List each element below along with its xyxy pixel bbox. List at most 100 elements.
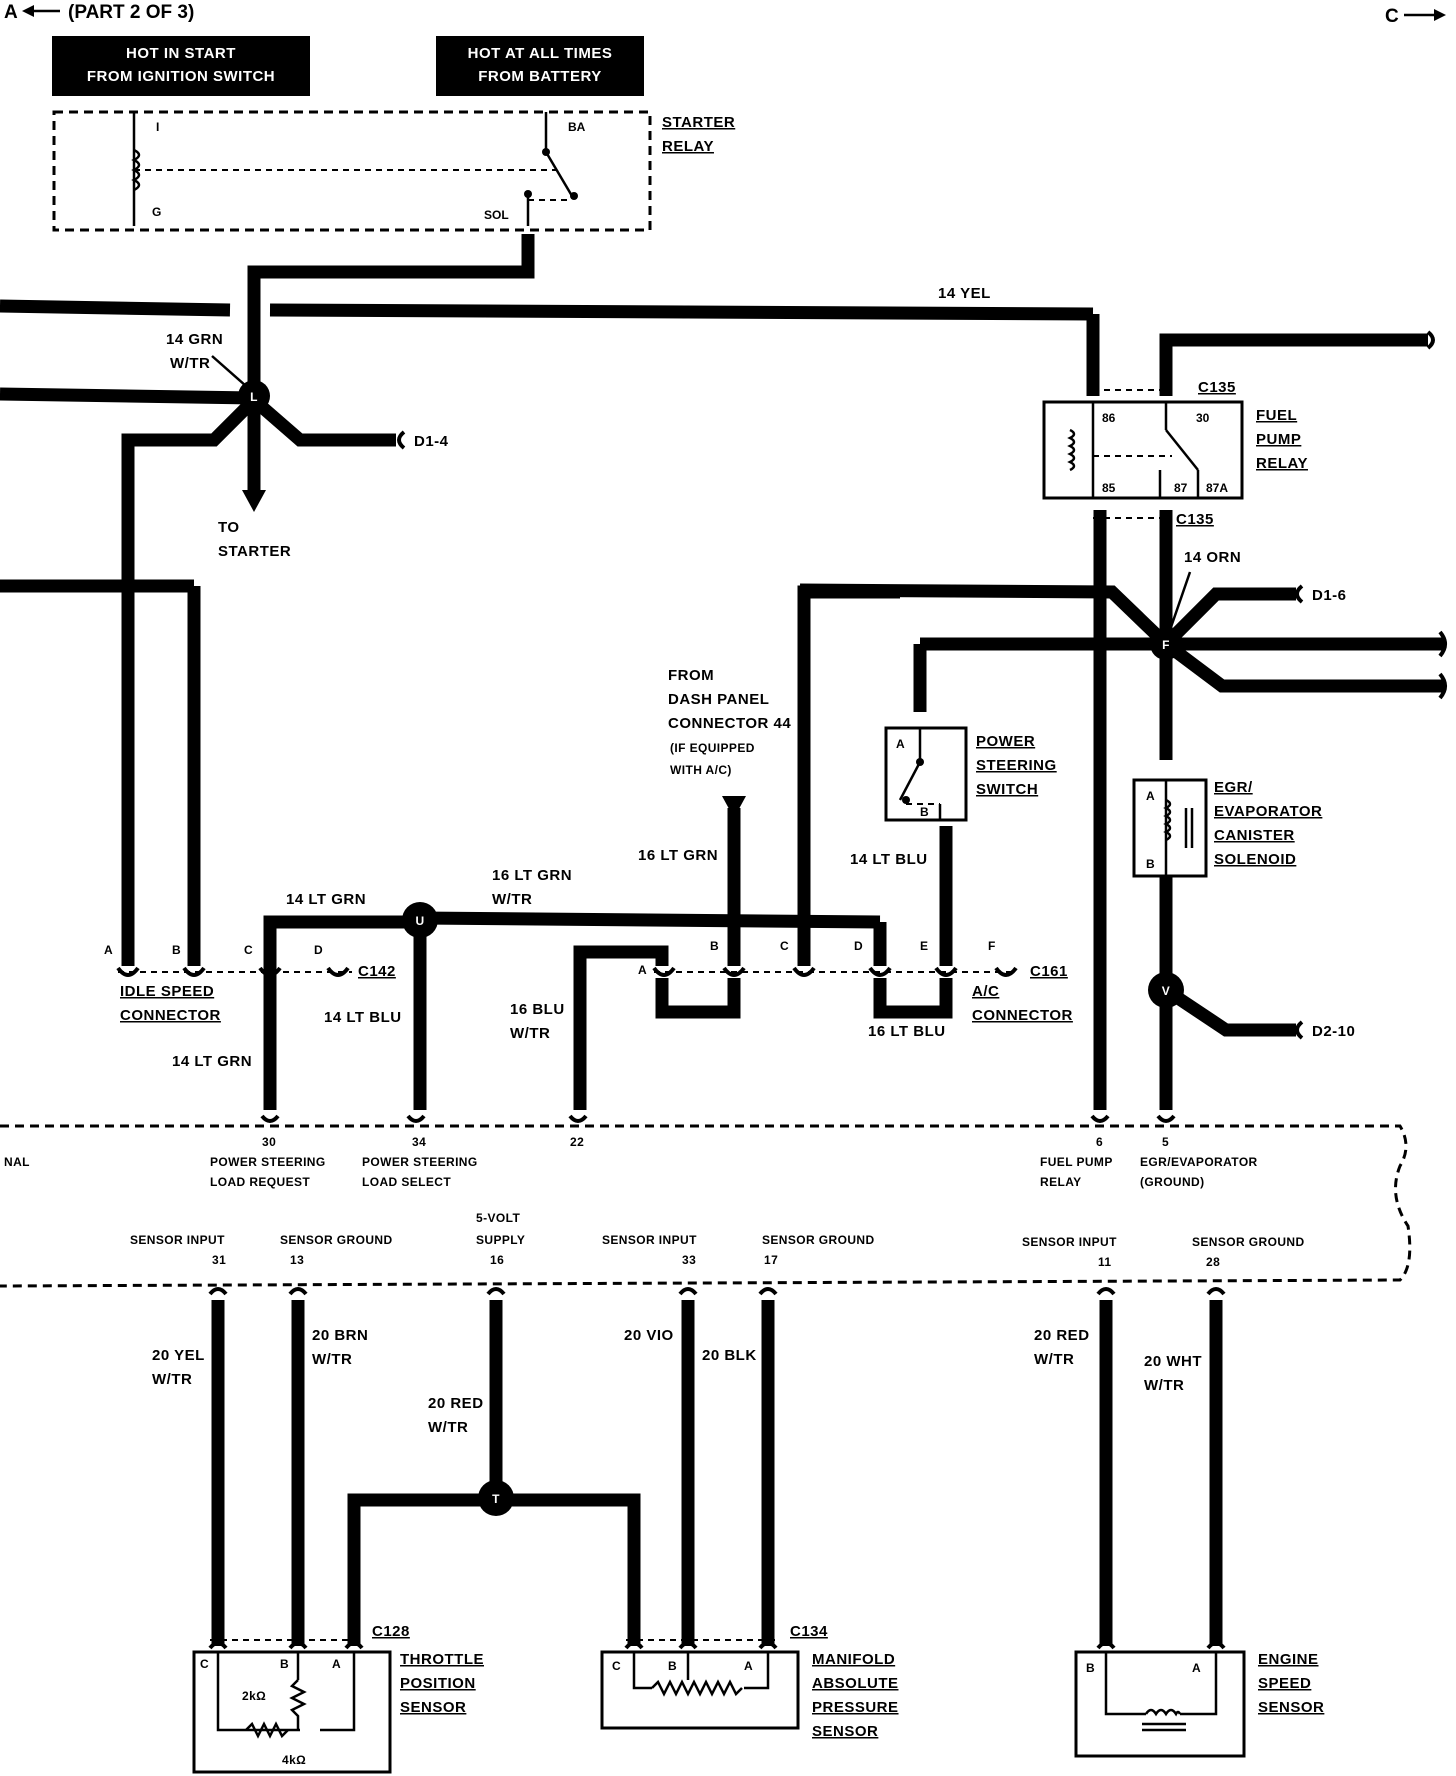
ecm-bottom-pin-3-num: 16: [490, 1253, 504, 1267]
fpr-pin-87a: 87A: [1206, 481, 1228, 495]
map-connector-id: C134: [790, 1623, 828, 1640]
dash-panel-note-1: (IF EQUIPPED: [670, 741, 755, 755]
ess-label-2: SPEED: [1258, 1675, 1311, 1692]
fpr-label-1: FUEL: [1256, 407, 1297, 424]
wire-14ltblu-right-label: 14 LT BLU: [850, 851, 928, 868]
dash-panel-3: CONNECTOR 44: [668, 715, 791, 732]
to-starter-2: STARTER: [218, 543, 291, 560]
starter-pin-ba: BA: [568, 120, 586, 134]
left-arrowhead-icon: [22, 5, 34, 17]
idle-speed-connector: A B C D C142 IDLE SPEED CONNECTOR: [104, 943, 396, 1024]
ecm-top-pin-4-desc-2: RELAY: [1040, 1175, 1082, 1189]
splice-l: [238, 380, 270, 412]
ecm-top-pin-2-desc-2: LOAD SELECT: [362, 1175, 451, 1189]
starter-relay-label-2: RELAY: [662, 138, 714, 155]
wire-14grn-label-1: 14 GRN: [166, 331, 223, 348]
ecm-bottom-pin-2-desc: SENSOR GROUND: [280, 1233, 393, 1247]
ecm-block: NAL 30 POWER STEERING LOAD REQUEST 34 PO…: [0, 1114, 1412, 1296]
ac-label-2: CONNECTOR: [972, 1007, 1073, 1024]
dash-panel-note-2: WITH A/C): [670, 763, 732, 777]
fuel-pump-relay: 86 30 85 87 87A C135 C135 FUEL PUMP RELA…: [1042, 330, 1435, 528]
isc-pin-a: A: [104, 943, 113, 957]
egr-label-3: CANISTER: [1214, 827, 1295, 844]
wire-14ltgrn-left-label: 14 LT GRN: [172, 1053, 252, 1070]
tps-label-1: THROTTLE: [400, 1651, 484, 1668]
sensor-wiring: T 20 YEL W/TR 20 BRN W/TR 20 RED W/TR 20…: [152, 1300, 1223, 1646]
starter-relay: I G BA SOL STARTER RELAY: [52, 110, 735, 232]
wire-20yel-1: 20 YEL: [152, 1347, 205, 1364]
tps-label-3: SENSOR: [400, 1699, 466, 1716]
dash-panel-1: FROM: [668, 667, 714, 684]
fpr-pin-86: 86: [1102, 411, 1116, 425]
ac-pin-f: F: [988, 939, 995, 953]
ac-connector-id: C161: [1030, 963, 1068, 980]
map-label-1: MANIFOLD: [812, 1651, 895, 1668]
starter-pin-g: G: [152, 205, 161, 219]
ref-d1-6: D1-6: [1312, 587, 1347, 604]
pss-label-2: STEERING: [976, 757, 1057, 774]
ac-pin-c: C: [780, 939, 789, 953]
splice-f: [1150, 628, 1182, 660]
svg-text:L: L: [250, 390, 258, 404]
egr-label-1: EGR/: [1214, 779, 1253, 796]
page-header: A (PART 2 OF 3) C: [4, 2, 1446, 27]
svg-text:F: F: [1162, 638, 1170, 652]
egr-pin-b: B: [1146, 857, 1155, 871]
ecm-top-pin-4-desc-1: FUEL PUMP: [1040, 1155, 1113, 1169]
isc-connector-id: C142: [358, 963, 396, 980]
wire-16ltblu-label: 16 LT BLU: [868, 1023, 946, 1040]
wire-16ltgrn-wtr-2: W/TR: [492, 891, 532, 908]
wire-20vio: 20 VIO: [624, 1327, 674, 1344]
ecm-bottom-pin-3-desc-1: 5-VOLT: [476, 1211, 520, 1225]
ecm-top-pin-3-num: 22: [570, 1135, 584, 1149]
wire-20brn-2: W/TR: [312, 1351, 352, 1368]
map-label-2: ABSOLUTE: [812, 1675, 899, 1692]
wire-14grn-label-2: W/TR: [170, 355, 210, 372]
ecm-bottom-pin-3-desc-2: SUPPLY: [476, 1233, 525, 1247]
ecm-fragment: NAL: [4, 1155, 30, 1169]
right-ref: C: [1385, 6, 1399, 27]
ecm-bottom-pin-1-desc: SENSOR INPUT: [130, 1233, 225, 1247]
pss-pin-a: A: [896, 737, 905, 751]
wire-16blu-wtr-2: W/TR: [510, 1025, 550, 1042]
fpr-label-2: PUMP: [1256, 431, 1301, 448]
ecm-top-pin-4-num: 6: [1096, 1135, 1103, 1149]
isc-pin-c: C: [244, 943, 253, 957]
ecm-top-pin-5-desc-1: EGR/EVAPORATOR: [1140, 1155, 1258, 1169]
to-starter-arrow-icon: [242, 490, 266, 512]
map-pin-b: B: [668, 1659, 677, 1673]
wire-20red-1: 20 RED: [1034, 1327, 1090, 1344]
starter-relay-label-1: STARTER: [662, 114, 735, 131]
source-battery-line1: HOT AT ALL TIMES: [468, 45, 613, 62]
isc-label-2: CONNECTOR: [120, 1007, 221, 1024]
map-pin-a: A: [744, 1659, 753, 1673]
wire-14orn-label: 14 ORN: [1184, 549, 1241, 566]
ecm-top-pin-2-num: 34: [412, 1135, 426, 1149]
ecm-top-pin-1-desc-2: LOAD REQUEST: [210, 1175, 310, 1189]
ecm-top-pin-1-num: 30: [262, 1135, 276, 1149]
map-sensor: C B A C134 MANIFOLD ABSOLUTE PRESSURE SE…: [600, 1623, 899, 1740]
ecm-top-pin-2-desc-1: POWER STEERING: [362, 1155, 478, 1169]
wire-20wht-1: 20 WHT: [1144, 1353, 1202, 1370]
ess-label-1: ENGINE: [1258, 1651, 1319, 1668]
to-starter-1: TO: [218, 519, 240, 536]
egr-solenoid: A B EGR/ EVAPORATOR CANISTER SOLENOID: [1132, 778, 1322, 878]
wire-14yel-label: 14 YEL: [938, 285, 991, 302]
svg-text:U: U: [415, 914, 424, 928]
source-start-line2: FROM IGNITION SWITCH: [87, 68, 275, 85]
fpr-pin-85: 85: [1102, 481, 1116, 495]
ecm-bottom-pin-7-desc: SENSOR GROUND: [1192, 1235, 1305, 1249]
pss-pin-b: B: [920, 805, 929, 819]
ecm-bottom-pin-6-num: 11: [1098, 1255, 1112, 1269]
tps-label-2: POSITION: [400, 1675, 476, 1692]
fpr-pin-30: 30: [1196, 411, 1210, 425]
tps-pin-a: A: [332, 1657, 341, 1671]
ecm-bottom-pin-2-num: 13: [290, 1253, 304, 1267]
ecm-bottom-pin-1-num: 31: [212, 1253, 226, 1267]
egr-label-2: EVAPORATOR: [1214, 803, 1322, 820]
tps-pin-b: B: [280, 1657, 289, 1671]
tps-r1: 2kΩ: [242, 1689, 266, 1703]
ecm-bottom-pin-4-desc: SENSOR INPUT: [602, 1233, 697, 1247]
tps-pin-c: C: [200, 1657, 209, 1671]
wire-20red-2: W/TR: [1034, 1351, 1074, 1368]
